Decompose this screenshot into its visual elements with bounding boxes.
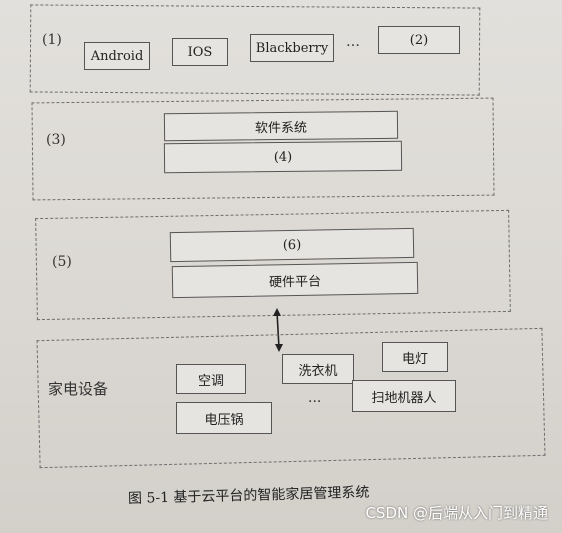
blackberry-box: Blackberry (250, 34, 334, 62)
layer-appliances (36, 327, 546, 469)
robot-vacuum-box: 扫地机器人 (352, 380, 456, 412)
air-conditioner-box: 空调 (176, 364, 246, 394)
appliances-ellipsis: ··· (308, 394, 322, 410)
lamp-box: 电灯 (382, 342, 448, 372)
layer-2-tag: (3) (46, 132, 66, 148)
pressure-cooker-box: 电压锅 (176, 402, 272, 434)
ios-box: IOS (172, 38, 228, 66)
washing-machine-box: 洗衣机 (282, 354, 354, 384)
layer-1-tag: (1) (42, 32, 62, 48)
csdn-watermark: CSDN @后端从入门到精通 (365, 504, 548, 522)
layer-1-ellipsis: … (346, 34, 360, 50)
layer-3-tag: (5) (52, 254, 72, 270)
android-box: Android (84, 42, 150, 70)
layer-1-blank-2: (2) (378, 26, 460, 54)
appliances-tag: 家电设备 (48, 380, 109, 398)
